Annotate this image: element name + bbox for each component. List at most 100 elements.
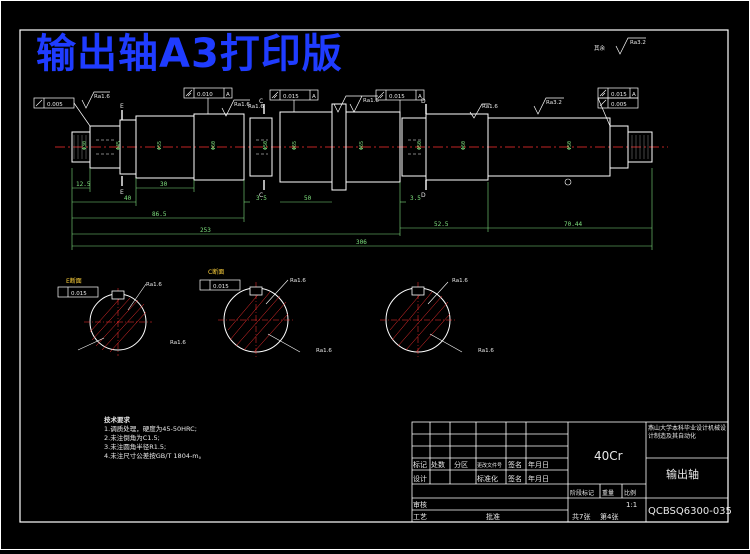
- svg-text:Φ65: Φ65: [359, 141, 365, 150]
- section-name: C断面: [208, 268, 224, 276]
- roughness-value: Ra1.6: [363, 98, 379, 104]
- tolerance-value: 0.015: [389, 94, 405, 100]
- svg-text:Φ50: Φ50: [263, 141, 269, 150]
- svg-text:Φ45: Φ45: [116, 141, 122, 150]
- section-roughness: Ra1.6: [146, 282, 162, 288]
- section-tolerance-frames: [57, 279, 241, 298]
- tolerance-value: 0.005: [611, 102, 627, 108]
- section-roughness: Ra1.6: [452, 278, 468, 284]
- general-roughness-value: Ra3.2: [630, 40, 646, 46]
- dimension-value: 50: [304, 195, 312, 202]
- roughness-value: Ra1.6: [94, 94, 110, 100]
- roughness-value: Ra1.6: [248, 104, 264, 110]
- dimension-value: 40: [124, 195, 132, 202]
- tb-label-process: 工艺: [413, 513, 427, 521]
- roughness-symbols: [81, 37, 646, 119]
- svg-text:Φ55: Φ55: [157, 141, 163, 150]
- tolerance-datum: A: [632, 92, 636, 98]
- tb-label-mark: 标记: [413, 460, 427, 469]
- section-roughness: Ra1.6: [170, 340, 186, 346]
- svg-text:Φ65: Φ65: [292, 141, 298, 150]
- general-roughness-label: 其余: [594, 44, 606, 52]
- thread-lines: [73, 135, 649, 159]
- tb-label-doc: 更改文件号: [477, 462, 502, 469]
- section-roughness: Ra1.6: [478, 348, 494, 354]
- svg-text:Φ50: Φ50: [417, 141, 423, 150]
- diameter-labels: Φ30 Φ45 Φ55 Φ60 Φ50 Φ65 Φ65 Φ50 Φ60 Φ50: [82, 141, 573, 150]
- roughness-value: Ra1.6: [234, 102, 250, 108]
- dimension-value: 12.5: [76, 181, 91, 188]
- tb-label-zone: 分区: [454, 460, 468, 469]
- note-item: 4.未注尺寸公差按GB/T 1804-m。: [104, 452, 206, 460]
- dimension-value: 30: [160, 181, 168, 188]
- datum-circle: [564, 178, 572, 186]
- tb-drawing-number: QCBSQ6300-035: [648, 506, 732, 517]
- svg-text:Φ30: Φ30: [82, 141, 88, 150]
- tolerance-value: 0.015: [283, 94, 299, 100]
- roughness-value: Ra3.2: [546, 100, 562, 106]
- tb-label-review: 审核: [413, 500, 427, 509]
- tb-label-date: 年月日: [528, 460, 549, 469]
- svg-text:Φ50: Φ50: [567, 141, 573, 150]
- section-cut-markers: [121, 104, 427, 190]
- dimension-lines: [71, 168, 653, 250]
- svg-text:Φ60: Φ60: [461, 141, 467, 150]
- tb-label-count: 处数: [431, 460, 445, 469]
- tolerance-symbols: [35, 89, 607, 107]
- section-letter: E: [120, 189, 124, 196]
- shaft-outline: [71, 103, 653, 191]
- tb-label-sign: 签名: [508, 460, 522, 469]
- note-item: 1.调质处理，硬度为45-50HRC;: [104, 425, 197, 433]
- tb-label-scale: 比例: [624, 489, 636, 497]
- section-letter: D: [421, 192, 426, 199]
- section-tolerance-value: 0.015: [213, 284, 229, 290]
- dimension-value: 86.5: [152, 211, 167, 218]
- tb-label-stage: 阶段标记: [570, 489, 594, 497]
- section-letter: E: [120, 103, 124, 110]
- tb-label-date-2: 年月日: [528, 474, 549, 483]
- section-tolerance-value: 0.015: [71, 291, 87, 297]
- notes-heading: 技术要求: [104, 416, 130, 424]
- section-roughness: Ra1.6: [316, 348, 332, 354]
- title-block-grid: [411, 421, 729, 523]
- drawing-title: 输出轴A3打印版: [36, 31, 343, 77]
- tolerance-datum: A: [312, 94, 316, 100]
- tolerance-value: 0.015: [611, 92, 627, 98]
- section-roughness: Ra1.6: [290, 278, 306, 284]
- section-name: E断面: [66, 277, 82, 285]
- section-letter: C: [259, 192, 263, 199]
- section-view-e: [77, 283, 152, 356]
- dimension-value: 306: [356, 239, 367, 246]
- keyway-hidden-lines: [96, 139, 422, 155]
- tb-sheets: 共7张: [572, 512, 590, 521]
- tb-sheet: 第4张: [600, 512, 618, 521]
- tb-label-weight: 重量: [602, 489, 614, 497]
- tolerance-frames: [33, 87, 639, 127]
- tb-label-sign-2: 签名: [508, 474, 522, 483]
- tolerance-datum: A: [226, 92, 230, 98]
- tb-part-name: 输出轴: [666, 467, 699, 481]
- tb-scale-value: 1:1: [626, 501, 637, 509]
- tolerance-value: 0.010: [197, 92, 213, 98]
- section-view-c: [218, 279, 301, 358]
- roughness-value: Ra1.6: [482, 104, 498, 110]
- tolerance-datum: A: [418, 94, 422, 100]
- tb-label-design: 设计: [413, 474, 427, 483]
- tb-label-std: 标准化: [477, 474, 498, 483]
- section-letter: D: [421, 98, 426, 105]
- dimension-value: 253: [200, 227, 211, 234]
- tolerance-value: 0.005: [47, 102, 63, 108]
- inner-frame: [19, 29, 729, 523]
- note-item: 2.未注倒角为C1.5;: [104, 434, 160, 442]
- note-item: 3.未注圆角半径R1.5;: [104, 443, 167, 451]
- dimension-value: 3.5: [410, 195, 421, 202]
- section-letter: C: [259, 98, 263, 105]
- tb-label-approve: 批准: [486, 512, 500, 521]
- tb-material: 40Cr: [594, 449, 623, 463]
- dimension-value: 3.5: [256, 195, 267, 202]
- svg-text:Φ60: Φ60: [211, 141, 217, 150]
- section-view-d: [380, 281, 463, 358]
